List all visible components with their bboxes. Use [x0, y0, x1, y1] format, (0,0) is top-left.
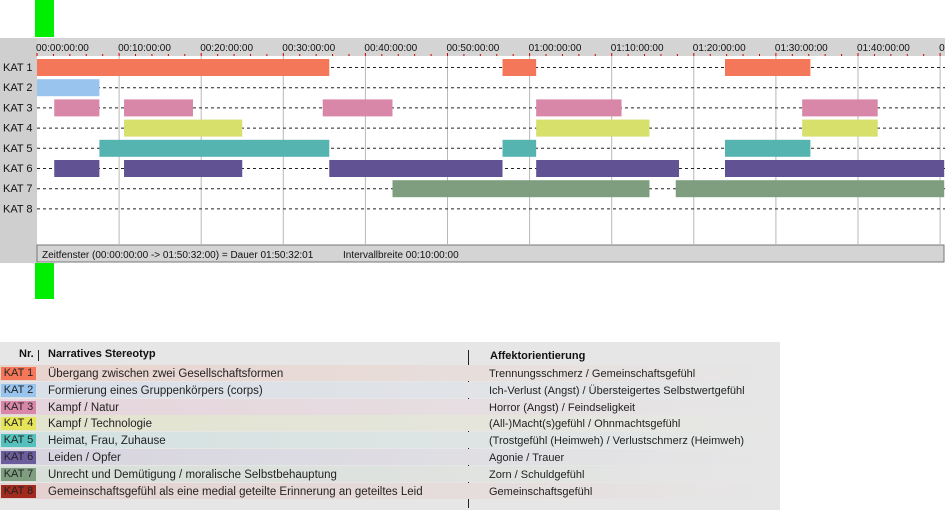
segment-bar[interactable] [536, 119, 650, 137]
tick-label: 01:20:00:00 [693, 43, 746, 54]
legend-narrative: Gemeinschaftsgefühl als eine medial gete… [48, 485, 423, 498]
legend-narrative: Heimat, Frau, Zuhause [48, 435, 166, 448]
legend-row: KAT 8 Gemeinschaftsgefühl als eine medial… [0, 482, 780, 499]
tick-label: 00:00:00:00 [36, 43, 89, 54]
legend-affect: (All-)Macht(s)gefühl / Ohnmachtsgefühl [489, 418, 681, 431]
legend-header-affect: Affektorientierung [490, 350, 586, 362]
legend-narrative: Kampf / Technologie [48, 418, 152, 431]
legend-narrative: Kampf / Natur [48, 401, 119, 414]
legend-code-swatch: KAT 1 [1, 367, 36, 380]
legend-row: KAT 4 Kampf / Technologie (All-)Macht(s)ge… [0, 415, 780, 432]
category-label: KAT 1 [3, 62, 33, 74]
segment-bar[interactable] [724, 139, 811, 157]
segment-bar[interactable] [392, 180, 650, 198]
category-label: KAT 7 [3, 183, 33, 195]
segment-bar[interactable] [322, 99, 393, 117]
legend-affect: Zorn / Schuldgefühl [489, 468, 585, 481]
category-label: KAT 8 [3, 203, 33, 215]
legend-row: KAT 7 Unrecht und Demütigung / moralische… [0, 465, 780, 482]
legend-header-nr: Nr. [19, 348, 34, 360]
category-legend: Nr. Narratives Stereotyp Affektorientier… [0, 342, 780, 510]
segment-bar[interactable] [724, 160, 945, 177]
legend-header-narrative: Narratives Stereotyp [48, 348, 156, 360]
legend-affect: Ich-Verlust (Angst) / Übersteigertes Sel… [489, 384, 745, 397]
segment-bar[interactable] [124, 99, 193, 117]
legend-code-swatch: KAT 3 [1, 400, 36, 414]
segment-bar[interactable] [802, 99, 878, 117]
legend-code-swatch: KAT 6 [1, 451, 36, 464]
category-label: KAT 2 [3, 82, 33, 94]
segment-bar[interactable] [724, 59, 811, 76]
legend-code-swatch: KAT 7 [1, 467, 36, 481]
category-label: KAT 5 [3, 143, 33, 155]
segment-bar[interactable] [536, 99, 622, 117]
legend-row: KAT 1 Übergang zwischen zwei Gesellschaft… [0, 365, 780, 381]
segment-bar[interactable] [329, 160, 503, 177]
segment-bar[interactable] [502, 139, 537, 157]
category-label-panel [0, 38, 37, 263]
tick-label: 01:40:00:00 [857, 43, 910, 54]
legend-row: KAT 6 Leiden / Opfer Agonie / Trauer [0, 449, 780, 465]
category-label: KAT 4 [3, 123, 33, 135]
segment-bar[interactable] [124, 160, 243, 177]
legend-affect: Trennungsschmerz / Gemeinschaftsgefühl [489, 368, 696, 380]
tick-label: 0 [939, 43, 945, 54]
legend-affect: Horror (Angst) / Feindseligkeit [489, 401, 636, 414]
segment-bar[interactable] [802, 119, 878, 137]
time-ruler [37, 38, 945, 56]
status-window-text: Zeitfenster (00:00:00:00 -> 01:50:32:00)… [42, 250, 314, 261]
legend-code-swatch: KAT 5 [1, 434, 36, 448]
segment-bar[interactable] [502, 59, 537, 76]
segment-bar[interactable] [675, 180, 945, 198]
legend-code-swatch: KAT 8 [1, 484, 36, 498]
status-interval-text: Intervallbreite 00:10:00:00 [343, 250, 459, 261]
tick-label: 00:50:00:00 [447, 43, 500, 54]
segment-bar[interactable] [37, 59, 330, 76]
segment-bar[interactable] [536, 160, 680, 177]
playhead-marker-top[interactable] [35, 0, 54, 37]
legend-row: KAT 2 Formierung eines Gruppenkörpers (co… [0, 381, 780, 398]
legend-row: KAT 3 Kampf / Natur Horror (Angst) / Feind… [0, 398, 780, 415]
segment-bar[interactable] [54, 160, 100, 177]
playhead-marker-bottom[interactable] [35, 263, 54, 299]
legend-affect: (Trostgefühl (Heimweh) / Verlustschmerz … [489, 435, 745, 448]
tick-label: 01:00:00:00 [529, 43, 582, 54]
category-label: KAT 6 [3, 163, 33, 175]
segment-bar[interactable] [124, 119, 243, 137]
tick-label: 00:30:00:00 [282, 43, 335, 54]
segment-bar[interactable] [37, 79, 100, 97]
legend-narrative: Unrecht und Demütigung / moralische Selb… [48, 468, 337, 481]
legend-code-swatch: KAT 2 [1, 383, 36, 397]
tick-label: 00:40:00:00 [364, 43, 417, 54]
tick-label: 00:20:00:00 [200, 43, 253, 54]
tick-label: 01:30:00:00 [775, 43, 828, 54]
legend-header-separator [38, 350, 39, 361]
timeline-chart: Zeitfenster (00:00:00:00 -> 01:50:32:00)… [0, 0, 945, 299]
legend-narrative: Übergang zwischen zwei Gesellschaftsform… [48, 368, 284, 380]
legend-code-swatch: KAT 4 [1, 417, 36, 431]
status-bar [36, 244, 945, 263]
legend-row: KAT 5 Heimat, Frau, Zuhause (Trostgefühl (… [0, 432, 780, 449]
legend-affect: Gemeinschaftsgefühl [489, 485, 593, 498]
legend-affect: Agonie / Trauer [489, 452, 565, 464]
segment-bar[interactable] [54, 99, 100, 117]
category-label: KAT 3 [3, 102, 33, 114]
tick-label: 01:10:00:00 [611, 43, 664, 54]
legend-narrative: Formierung eines Gruppenkörpers (corps) [48, 384, 263, 397]
tick-label: 00:10:00:00 [118, 43, 171, 54]
legend-narrative: Leiden / Opfer [48, 452, 121, 464]
segment-bar[interactable] [99, 139, 330, 157]
